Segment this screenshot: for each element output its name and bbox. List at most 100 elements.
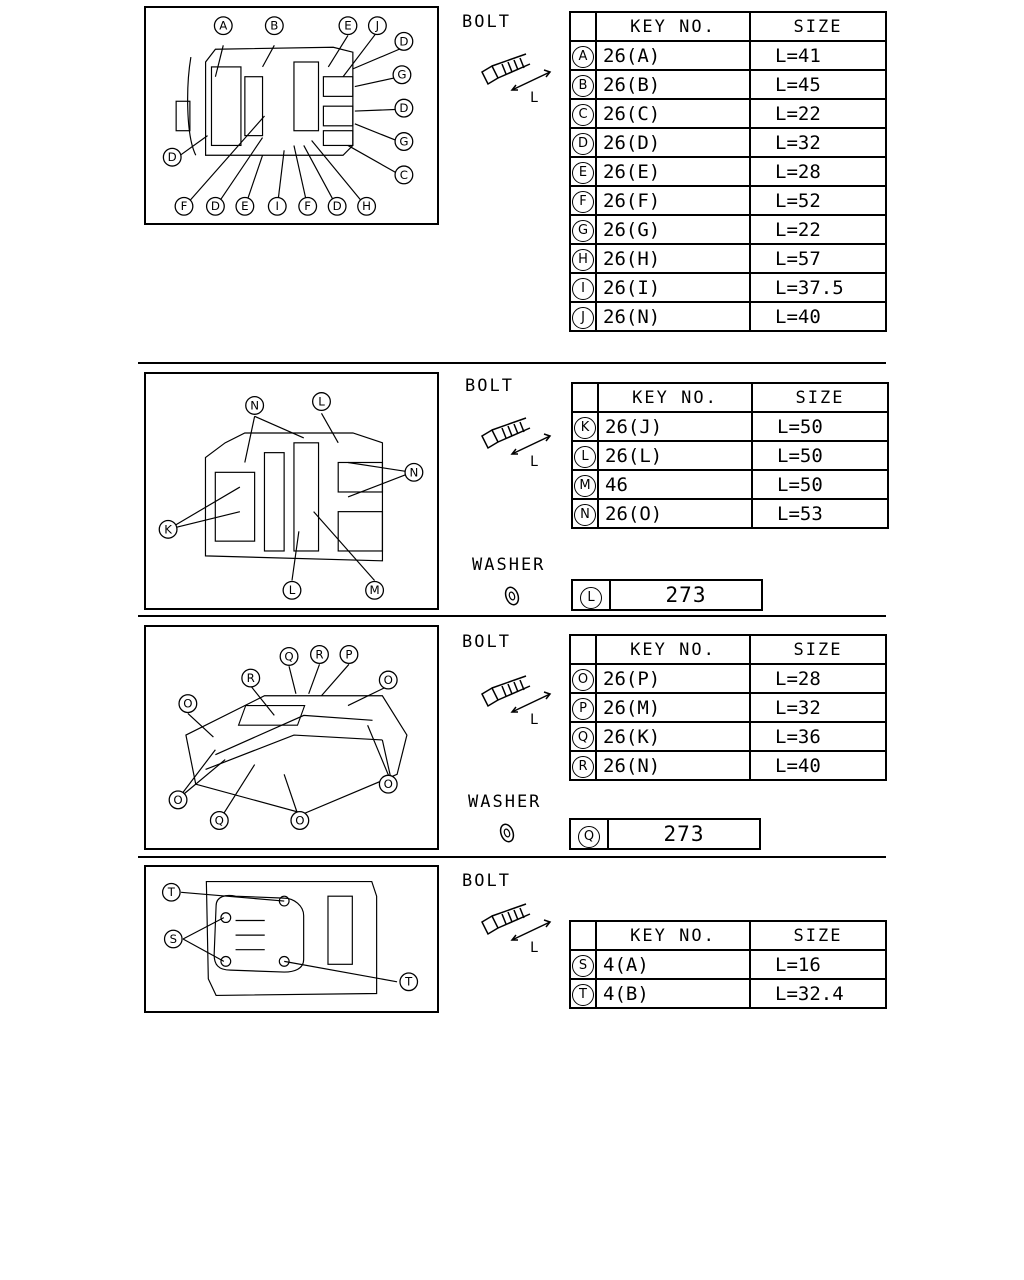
callout-mark: O (572, 669, 594, 691)
callout-letter: T (404, 975, 413, 989)
callout-mark: E (572, 162, 594, 184)
callout-bubble: K (158, 519, 178, 539)
callout-mark: I (572, 278, 594, 300)
key-no-cell: 26(O) (597, 498, 753, 529)
callout-letter: Q (215, 813, 224, 827)
callout-bubble: N (404, 462, 424, 482)
washer-table-1: L 273 (571, 579, 763, 611)
size-cell: L=36 (749, 721, 887, 752)
callout-bubble: L (311, 392, 331, 412)
callout-bubble: A (213, 16, 233, 36)
callout-letter: Q (284, 649, 293, 663)
size-cell: L=41 (749, 40, 887, 71)
size-header: SIZE (751, 382, 889, 413)
size-cell: L=28 (749, 663, 887, 694)
mark-cell: C (569, 98, 597, 129)
callout-bubble: I (267, 196, 287, 216)
key-no-cell: 26(K) (595, 721, 751, 752)
callout-letter: G (397, 68, 406, 82)
callout-bubble: O (378, 670, 398, 690)
callout-mark: F (572, 191, 594, 213)
callout-bubble: F (298, 196, 318, 216)
mark-cell: E (569, 156, 597, 187)
callout-bubble: D (394, 31, 414, 51)
key-no-cell: 26(F) (595, 185, 751, 216)
callout-letter: G (399, 134, 408, 148)
callout-bubble: O (168, 790, 188, 810)
callout-mark: N (574, 504, 596, 526)
washer-mark-cell: Q (569, 818, 609, 850)
callout-bubble: D (394, 98, 414, 118)
size-cell: L=32 (749, 692, 887, 723)
mark-cell: K (571, 411, 599, 442)
callout-mark: D (572, 133, 594, 155)
key-no-cell: 26(N) (595, 301, 751, 332)
callout-bubble: G (394, 132, 414, 151)
mark-cell: G (569, 214, 597, 245)
callout-letter: R (315, 647, 323, 661)
callout-letter: K (164, 522, 172, 536)
callout-bubble: J (367, 16, 387, 36)
size-cell: L=28 (749, 156, 887, 187)
size-cell: L=37.5 (749, 272, 887, 303)
mark-cell: M (571, 469, 599, 500)
callout-mark: G (572, 220, 594, 242)
callout-letter: L (289, 583, 296, 597)
mark-cell: O (569, 663, 597, 694)
mark-cell: P (569, 692, 597, 723)
washer-mark: Q (578, 825, 600, 848)
key-no-cell: 26(H) (595, 243, 751, 274)
key-no-cell: 4(B) (595, 978, 751, 1009)
callout-letter: N (250, 398, 259, 412)
table-header-row: KEY NO. SIZE (569, 634, 887, 665)
callout-letter: O (183, 697, 192, 711)
mark-cell: N (571, 498, 599, 529)
callout-bubble: T (399, 972, 419, 992)
size-cell: L=45 (749, 69, 887, 100)
length-dimension-label: L (530, 90, 538, 106)
section-divider (138, 362, 886, 364)
callout-mark: T (572, 984, 594, 1006)
callout-letter: O (173, 793, 182, 807)
callout-letter: O (384, 777, 393, 791)
washer-label: WASHER (468, 792, 542, 812)
length-dimension-label: L (530, 940, 538, 956)
mark-cell: L (571, 440, 599, 471)
key-no-cell: 26(J) (597, 411, 753, 442)
callout-bubble: N (245, 395, 265, 415)
length-dimension-label: L (530, 454, 538, 470)
bolt-label: BOLT (462, 632, 511, 652)
oil-strainer-drawing: TST (161, 881, 419, 997)
callout-bubble: B (264, 16, 284, 36)
key-no-cell: 46 (597, 469, 753, 500)
callout-bubble: R (310, 645, 329, 664)
callout-bubble: O (290, 811, 310, 830)
key-no-header: KEY NO. (595, 634, 751, 665)
callout-mark: J (572, 307, 594, 329)
callout-mark: R (572, 756, 594, 778)
key-no-header: KEY NO. (595, 11, 751, 42)
size-cell: L=40 (749, 750, 887, 781)
callout-letter: D (333, 199, 342, 213)
size-header: SIZE (749, 634, 887, 665)
key-no-cell: 26(D) (595, 127, 751, 158)
size-cell: L=50 (751, 469, 889, 500)
callout-letter: N (409, 465, 418, 479)
size-cell: L=32 (749, 127, 887, 158)
callout-mark: H (572, 249, 594, 271)
key-no-cell: 26(C) (595, 98, 751, 129)
callout-bubble: D (327, 196, 347, 216)
